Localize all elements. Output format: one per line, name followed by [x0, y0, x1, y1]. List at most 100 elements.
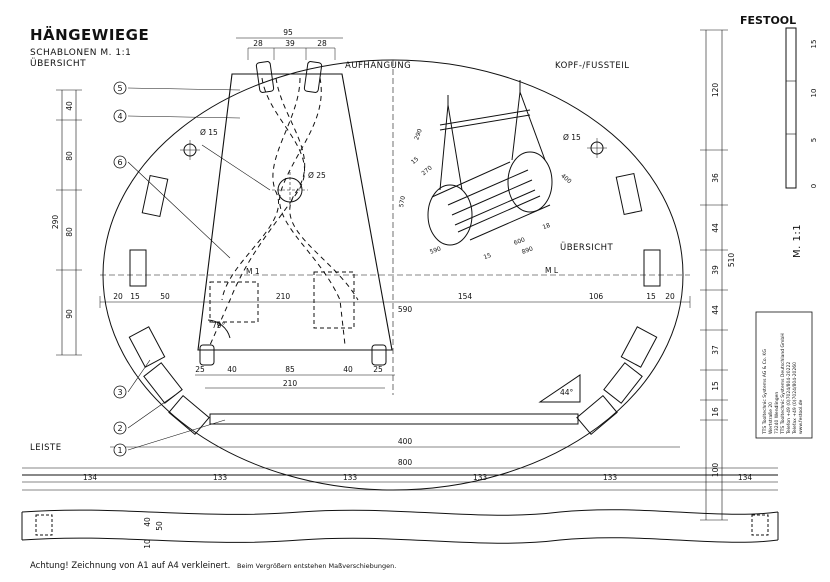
dim-strip-133c: 133: [473, 473, 488, 482]
dim-top-28b: 28: [317, 39, 327, 48]
callout-label-5: 5: [117, 84, 122, 93]
callout-label-2: 2: [117, 424, 122, 433]
ladder-rail-right: [576, 326, 658, 436]
dim-right-36: 36: [711, 173, 720, 183]
dim-top-28a: 28: [253, 39, 263, 48]
info-line-5: Telefon +49 (0)7024/804-20222: [786, 362, 792, 435]
dim-strip-133b: 133: [343, 473, 358, 482]
isometric-cradle: [427, 80, 553, 246]
footer-note: Achtung! Zeichnung von A1 auf A4 verklei…: [30, 561, 396, 571]
callout-label-1: 1: [117, 446, 122, 455]
dim-right-16: 16: [711, 407, 720, 417]
dim-bottom-40a: 40: [227, 365, 237, 374]
dim-strip-134a: 134: [83, 473, 98, 482]
dim-bottom-85: 85: [285, 365, 295, 374]
callout-5: [113, 81, 127, 95]
callout-label-4: 4: [117, 112, 122, 121]
dim-iso-290: 290: [413, 128, 424, 141]
dim-row-106: 106: [589, 292, 604, 301]
dim-iso-15a: 15: [483, 252, 493, 261]
label-hole-15-right: Ø 15: [563, 133, 581, 142]
info-line-7: www.festool.de: [798, 399, 804, 434]
dim-left-90: 90: [65, 309, 74, 319]
section-head-foot: KOPF-/FUSSTEIL: [555, 61, 629, 71]
dim-right-44a: 44: [711, 223, 720, 233]
page-title: HÄNGEWIEGE: [30, 25, 149, 44]
dim-left-80b: 80: [65, 227, 74, 237]
info-line-1: TTS Tooltechnic Systems AG & Co. KG: [762, 349, 768, 435]
dim-row-210: 210: [276, 292, 291, 301]
dim-strip-left-40: 40: [143, 517, 152, 527]
ruler-tick-0: 0: [810, 184, 818, 188]
section-overview: ÜBERSICHT: [560, 242, 614, 253]
dim-strip-left-10: 10: [143, 539, 152, 549]
dim-right-39: 39: [711, 265, 720, 275]
section-strip: LEISTE: [30, 443, 62, 453]
strip-wave: [21, 509, 779, 516]
brand-logo: FESTOOL: [740, 14, 796, 27]
footer-bold: Achtung! Zeichnung von A1 auf A4 verklei…: [30, 561, 230, 571]
dim-right-100: 100: [711, 463, 720, 478]
label-hole-25: Ø 25: [308, 171, 326, 180]
ruler-tick-5: 5: [810, 138, 818, 142]
slat-strip: [209, 413, 579, 425]
dim-left-80a: 80: [65, 151, 74, 161]
scale-vertical: M. 1:1: [792, 224, 803, 258]
info-line-3: 73240 Wendlingen: [774, 392, 780, 434]
dim-row-20b: 20: [665, 292, 675, 301]
dim-800: 800: [398, 458, 413, 467]
subtitle-line2: ÜBERSICHT: [30, 58, 86, 69]
dim-strip-133d: 133: [603, 473, 618, 482]
dim-right-37: 37: [711, 345, 720, 355]
ruler-tick-10: 10: [810, 89, 818, 98]
callout-1: [113, 443, 127, 457]
callout-2: [113, 421, 127, 435]
dim-iso-590: 590: [429, 245, 442, 256]
dim-left-290: 290: [51, 215, 60, 230]
dim-bottom-40b: 40: [343, 365, 353, 374]
dim-iso-270: 270: [420, 164, 433, 177]
dim-right-120: 120: [711, 83, 720, 98]
dim-400: 400: [398, 437, 413, 446]
dim-iso-18: 18: [542, 222, 552, 231]
dim-iso-400: 400: [559, 172, 572, 185]
dim-left-40: 40: [65, 101, 74, 111]
dim-bottom-25b: 25: [373, 365, 383, 374]
label-midline-right: M L: [545, 266, 559, 275]
subtitle-line1: SCHABLONEN M. 1:1: [30, 48, 131, 58]
scale-ruler: [785, 27, 797, 189]
callout-label-3: 3: [117, 388, 122, 397]
dim-right-510: 510: [727, 253, 736, 268]
dim-iso-890: 890: [521, 245, 534, 256]
section-suspension: AUFHÄNGUNG: [345, 60, 411, 71]
dim-bottom-25a: 25: [195, 365, 205, 374]
dim-strip-134b: 134: [738, 473, 753, 482]
footer-normal: Beim Vergrößern entstehen Maßverschiebun…: [237, 562, 396, 570]
dim-row-50: 50: [160, 292, 170, 301]
callout-6: [113, 155, 127, 169]
dim-top-39: 39: [285, 39, 295, 48]
callout-4: [113, 109, 127, 123]
dim-strip-left-50: 50: [155, 521, 164, 531]
ladder-rail-left: [128, 326, 210, 436]
dim-top-95: 95: [283, 28, 293, 37]
dim-right-15: 15: [711, 381, 720, 391]
side-panel-trapezoid: [197, 73, 393, 351]
info-line-6: Telefax +49 (0)7024/804-20260: [792, 362, 798, 435]
label-midline-left: M 1: [246, 267, 260, 276]
dim-590: 590: [398, 305, 413, 314]
ruler-tick-15: 15: [810, 40, 818, 49]
dim-bottom-210: 210: [283, 379, 298, 388]
info-line-4: TTS Tooltechnic Systems Deutschland GmbH: [780, 333, 786, 435]
label-angle-79: 79°: [212, 321, 226, 330]
dim-strip-133a: 133: [213, 473, 228, 482]
dim-row-20a: 20: [113, 292, 123, 301]
dim-iso-15b: 15: [410, 156, 420, 166]
dim-row-15a: 15: [130, 292, 140, 301]
dim-row-154: 154: [458, 292, 473, 301]
info-line-2: Wertstraße 20: [768, 402, 774, 434]
callout-3: [113, 385, 127, 399]
dim-iso-600: 600: [513, 236, 526, 247]
callout-label-6: 6: [117, 158, 122, 167]
